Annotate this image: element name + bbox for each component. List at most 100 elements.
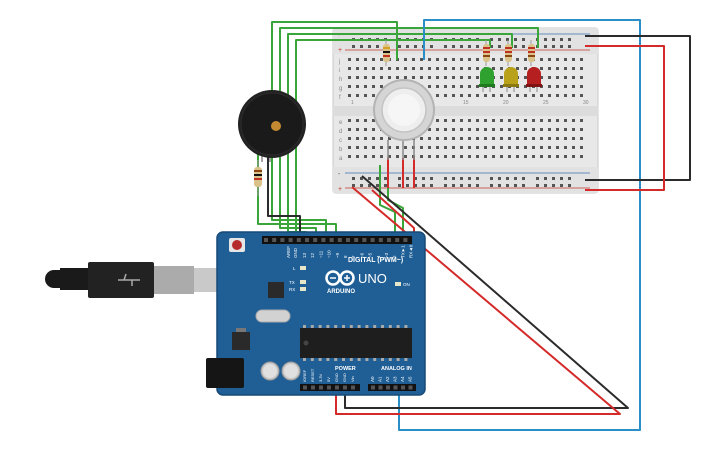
breadboard-hole[interactable] xyxy=(404,146,407,149)
rail-hole[interactable] xyxy=(498,38,501,41)
breadboard-hole[interactable] xyxy=(516,146,519,149)
rail-hole[interactable] xyxy=(452,177,455,180)
breadboard-hole[interactable] xyxy=(372,128,375,131)
rail-hole[interactable] xyxy=(552,184,555,187)
breadboard-hole[interactable] xyxy=(500,76,503,79)
breadboard-hole[interactable] xyxy=(436,119,439,122)
breadboard-hole[interactable] xyxy=(428,155,431,158)
header-pin[interactable] xyxy=(272,238,277,242)
rail-hole[interactable] xyxy=(376,177,379,180)
breadboard-hole[interactable] xyxy=(516,155,519,158)
rail-hole[interactable] xyxy=(498,177,501,180)
breadboard-hole[interactable] xyxy=(436,67,439,70)
breadboard-hole[interactable] xyxy=(444,119,447,122)
header-pin[interactable] xyxy=(321,238,326,242)
breadboard-hole[interactable] xyxy=(556,67,559,70)
header-pin[interactable] xyxy=(305,238,309,242)
breadboard-hole[interactable] xyxy=(532,155,535,158)
breadboard-hole[interactable] xyxy=(356,137,359,140)
breadboard-hole[interactable] xyxy=(524,119,527,122)
breadboard-hole[interactable] xyxy=(508,155,511,158)
breadboard-hole[interactable] xyxy=(572,137,575,140)
breadboard-hole[interactable] xyxy=(420,58,423,61)
breadboard-hole[interactable] xyxy=(436,128,439,131)
breadboard-hole[interactable] xyxy=(436,137,439,140)
rail-hole[interactable] xyxy=(376,45,379,48)
rail-hole[interactable] xyxy=(430,177,433,180)
breadboard-hole[interactable] xyxy=(540,94,543,97)
breadboard-hole[interactable] xyxy=(524,58,527,61)
rail-hole[interactable] xyxy=(352,45,355,48)
reset-button[interactable] xyxy=(229,238,245,252)
breadboard-hole[interactable] xyxy=(476,155,479,158)
analog-pin[interactable] xyxy=(386,385,390,390)
breadboard-hole[interactable] xyxy=(540,155,543,158)
breadboard-hole[interactable] xyxy=(516,119,519,122)
breadboard-hole[interactable] xyxy=(580,146,583,149)
breadboard-hole[interactable] xyxy=(452,146,455,149)
breadboard-hole[interactable] xyxy=(580,119,583,122)
header-pin[interactable] xyxy=(395,238,400,242)
gas-sensor-icon[interactable] xyxy=(373,79,435,160)
breadboard-hole[interactable] xyxy=(524,128,527,131)
breadboard-hole[interactable] xyxy=(564,76,567,79)
rail-hole[interactable] xyxy=(514,177,517,180)
breadboard-hole[interactable] xyxy=(580,137,583,140)
breadboard-hole[interactable] xyxy=(500,128,503,131)
breadboard-hole[interactable] xyxy=(540,137,543,140)
rail-hole[interactable] xyxy=(498,184,501,187)
resistor-buzzer[interactable] xyxy=(254,160,262,196)
breadboard-hole[interactable] xyxy=(364,128,367,131)
breadboard-hole[interactable] xyxy=(460,128,463,131)
breadboard-hole[interactable] xyxy=(452,85,455,88)
rail-hole[interactable] xyxy=(422,177,425,180)
breadboard-hole[interactable] xyxy=(476,67,479,70)
breadboard-hole[interactable] xyxy=(580,128,583,131)
breadboard-hole[interactable] xyxy=(364,76,367,79)
breadboard-hole[interactable] xyxy=(508,94,511,97)
breadboard-hole[interactable] xyxy=(460,119,463,122)
breadboard-hole[interactable] xyxy=(548,67,551,70)
rail-hole[interactable] xyxy=(560,177,563,180)
rail-hole[interactable] xyxy=(536,184,539,187)
header-pin[interactable] xyxy=(387,238,391,242)
rail-hole[interactable] xyxy=(406,177,409,180)
breadboard-hole[interactable] xyxy=(468,58,471,61)
breadboard-hole[interactable] xyxy=(396,146,399,149)
breadboard-hole[interactable] xyxy=(468,94,471,97)
breadboard-hole[interactable] xyxy=(372,119,375,122)
breadboard-hole[interactable] xyxy=(348,67,351,70)
rail-hole[interactable] xyxy=(368,184,371,187)
rail-hole[interactable] xyxy=(568,184,571,187)
rail-hole[interactable] xyxy=(398,45,401,48)
rail-hole[interactable] xyxy=(476,177,479,180)
breadboard-hole[interactable] xyxy=(444,58,447,61)
breadboard-hole[interactable] xyxy=(380,146,383,149)
breadboard-hole[interactable] xyxy=(404,76,407,79)
wire-black-1[interactable] xyxy=(344,175,629,409)
breadboard-hole[interactable] xyxy=(420,67,423,70)
breadboard-hole[interactable] xyxy=(460,76,463,79)
wire-red-3[interactable] xyxy=(371,189,415,236)
breadboard-hole[interactable] xyxy=(428,76,431,79)
rail-hole[interactable] xyxy=(384,184,387,187)
breadboard-hole[interactable] xyxy=(444,67,447,70)
breadboard-hole[interactable] xyxy=(476,119,479,122)
breadboard-hole[interactable] xyxy=(452,67,455,70)
rail-hole[interactable] xyxy=(568,177,571,180)
breadboard-hole[interactable] xyxy=(492,67,495,70)
analog-pin[interactable] xyxy=(408,385,413,390)
breadboard-hole[interactable] xyxy=(500,58,503,61)
rail-hole[interactable] xyxy=(514,45,517,48)
breadboard-hole[interactable] xyxy=(380,58,383,61)
header-pin[interactable] xyxy=(403,238,408,242)
breadboard-hole[interactable] xyxy=(500,146,503,149)
rail-hole[interactable] xyxy=(352,184,355,187)
breadboard-hole[interactable] xyxy=(380,137,383,140)
rail-hole[interactable] xyxy=(384,177,387,180)
breadboard-hole[interactable] xyxy=(444,94,447,97)
rail-hole[interactable] xyxy=(552,38,555,41)
breadboard-hole[interactable] xyxy=(420,155,423,158)
rail-hole[interactable] xyxy=(460,45,463,48)
wire-red-1[interactable] xyxy=(335,186,621,415)
